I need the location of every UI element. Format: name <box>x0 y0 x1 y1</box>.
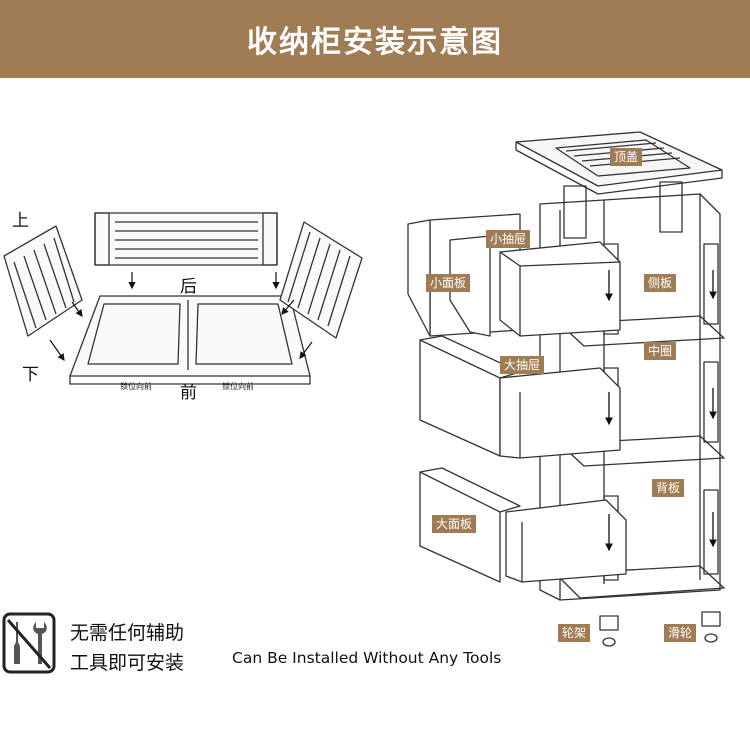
page-title: 收纳柜安装示意图 <box>247 25 503 60</box>
no-tools-english-text: Can Be Installed Without Any Tools <box>232 649 502 667</box>
assembly-illustration <box>3 131 725 647</box>
direction-down-label: 下 <box>22 365 39 385</box>
label-top-cover: 顶盖 <box>610 148 643 166</box>
large-drawer-group <box>419 335 717 459</box>
label-back-panel: 背板 <box>652 479 685 497</box>
lock-note-left: 锁位向前 <box>120 382 152 391</box>
page-header: 收纳柜安装示意图 <box>0 0 750 78</box>
large-panel-group <box>419 467 717 583</box>
right-side-wall <box>279 221 363 339</box>
back-wall <box>94 212 278 266</box>
label-caster: 滑轮 <box>664 624 697 642</box>
label-side-panel: 侧板 <box>644 274 677 292</box>
casters <box>599 611 721 647</box>
label-large-panel: 大面板 <box>432 515 477 533</box>
direction-back-label: 后 <box>180 277 197 297</box>
direction-up-label: 上 <box>12 211 29 231</box>
no-tools-text-line1: 无需任何辅助 <box>70 622 185 644</box>
base-tray <box>69 295 311 385</box>
no-tools-icon <box>2 612 56 674</box>
no-tools-text-line2: 工具即可安装 <box>70 652 185 674</box>
small-drawer-group <box>407 213 717 337</box>
lock-note-right: 锁位向前 <box>222 382 254 391</box>
label-middle-ring: 中圈 <box>644 342 677 360</box>
label-large-drawer: 大抽屉 <box>500 356 545 374</box>
label-small-panel: 小面板 <box>426 274 471 292</box>
direction-front-label: 前 <box>180 383 197 403</box>
label-small-drawer: 小抽屉 <box>486 230 531 248</box>
label-wheel-frame: 轮架 <box>558 624 591 642</box>
left-side-wall <box>3 225 83 337</box>
